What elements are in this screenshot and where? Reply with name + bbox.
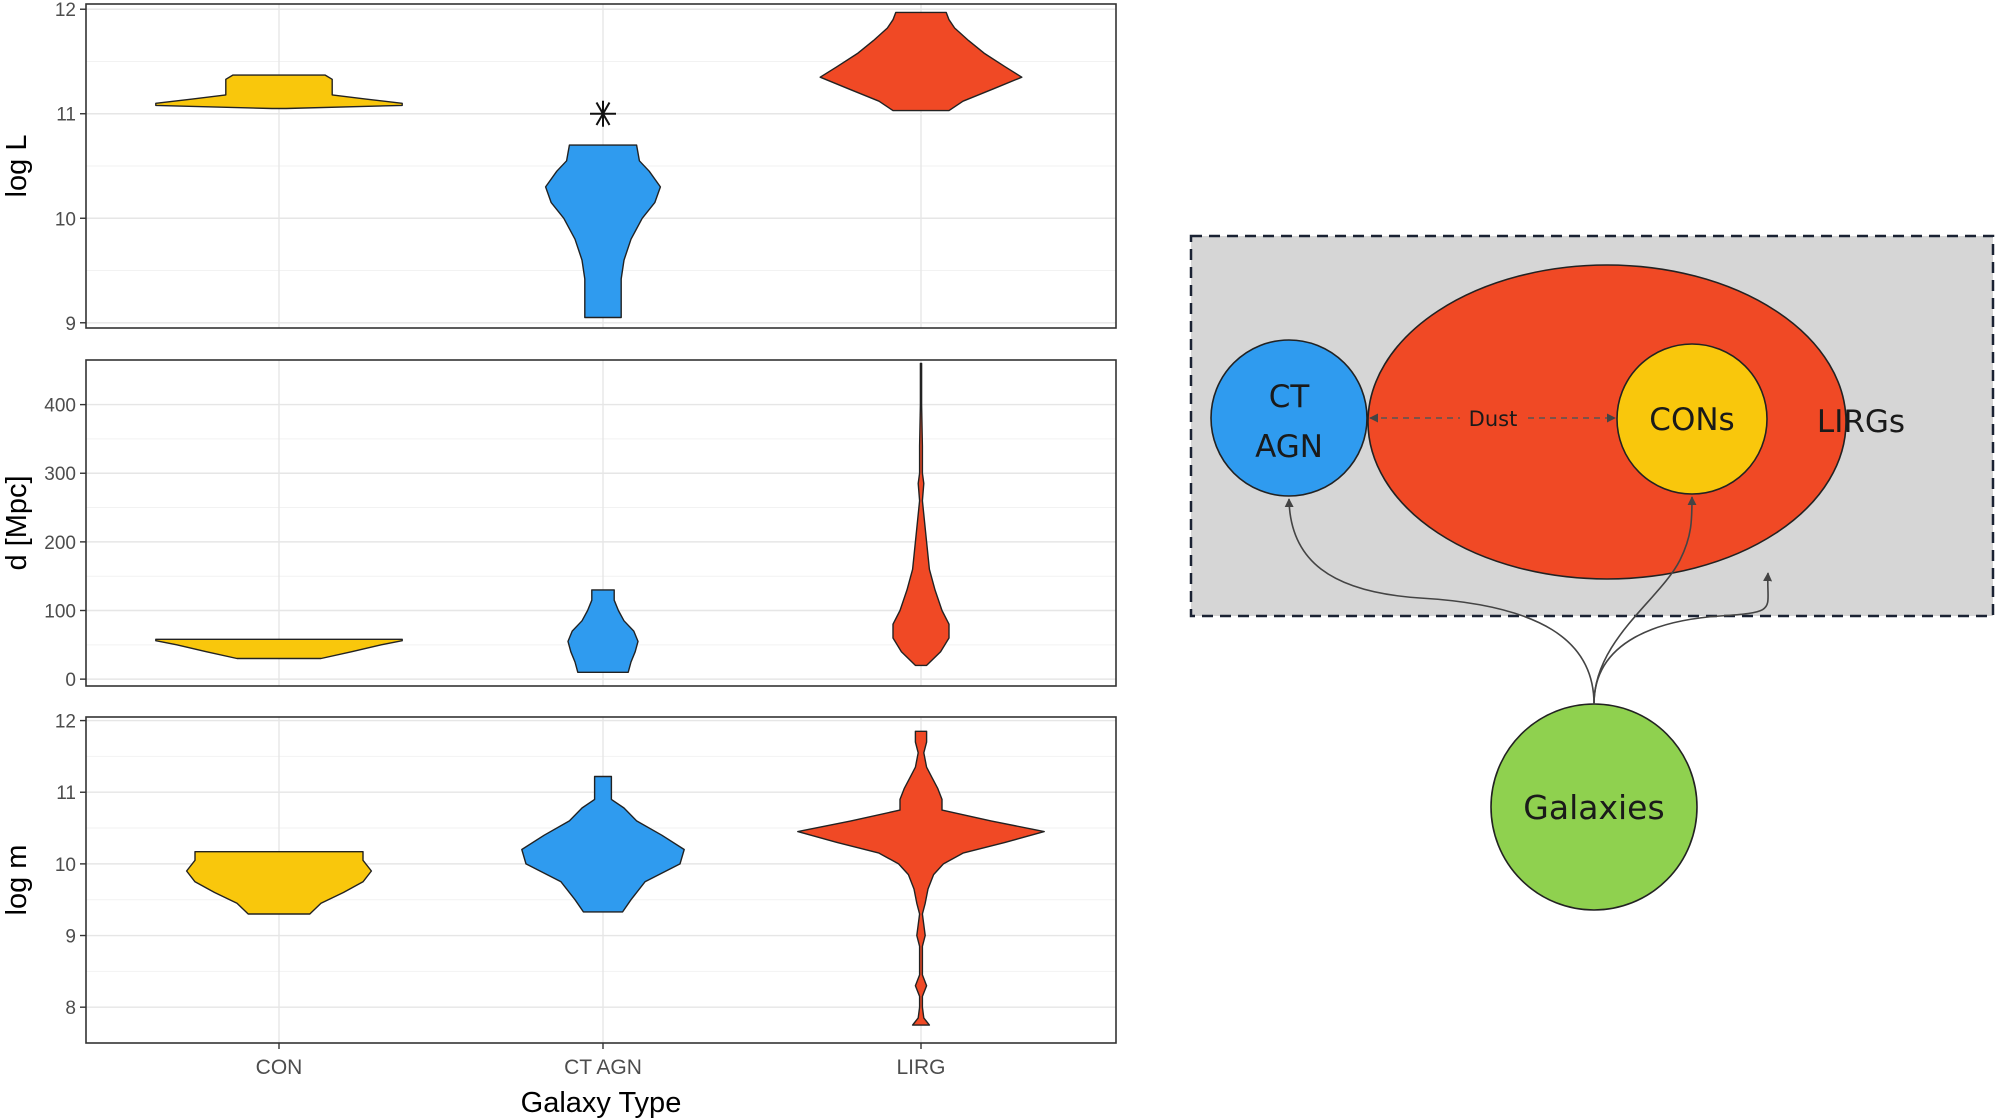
violin-con bbox=[185, 851, 373, 915]
galaxies-label: Galaxies bbox=[1523, 788, 1664, 827]
x-tick-label-ct-agn: CT AGN bbox=[564, 1056, 642, 1079]
arrow-galaxies-to-ct-agn bbox=[1284, 498, 1595, 705]
y-tick-label: 11 bbox=[56, 783, 76, 804]
ct-agn-label: AGN bbox=[1255, 429, 1323, 465]
y-tick-label: 300 bbox=[44, 464, 76, 485]
panel-border bbox=[85, 359, 1117, 687]
y-tick-label: 9 bbox=[65, 314, 76, 335]
y-axis-title: log L bbox=[1, 135, 33, 198]
arrow-galaxies-to-cons bbox=[1593, 496, 1697, 705]
ct-agn-label: CT bbox=[1269, 379, 1311, 415]
cons-circle bbox=[1616, 343, 1768, 495]
x-tick-label-lirg: LIRG bbox=[896, 1056, 945, 1079]
y-tick-label: 0 bbox=[65, 670, 76, 691]
cons-label: CONs bbox=[1649, 402, 1734, 438]
violin-ct-agn bbox=[567, 589, 639, 673]
panel-border bbox=[85, 3, 1117, 329]
panel-log-l: 9 10 11 12 log L bbox=[1, 0, 1117, 335]
panel-border bbox=[85, 716, 1117, 1044]
y-tick-label: 8 bbox=[65, 998, 76, 1019]
x-tick-label-con: CON bbox=[256, 1056, 303, 1079]
panel-log-m: 8 9 10 11 12 log m bbox=[1, 712, 1117, 1044]
y-tick-label: 200 bbox=[44, 533, 76, 554]
dust-label: Dust bbox=[1469, 407, 1518, 431]
violin-con bbox=[155, 74, 403, 110]
violin-con bbox=[155, 638, 403, 660]
outlier-marker bbox=[590, 100, 616, 127]
lirgs-ellipse bbox=[1367, 264, 1847, 580]
ct-agn-circle bbox=[1210, 339, 1368, 497]
panel-d-mpc: 0 100 200 300 400 d [Mpc] bbox=[1, 359, 1117, 691]
y-axis-title: d [Mpc] bbox=[1, 475, 33, 570]
violin-lirg bbox=[797, 730, 1045, 1026]
y-tick-label: 100 bbox=[44, 602, 76, 623]
y-tick-label: 12 bbox=[55, 0, 76, 21]
y-tick-label: 10 bbox=[55, 855, 76, 876]
violin-lirg bbox=[892, 362, 950, 667]
y-tick-label: 11 bbox=[56, 105, 76, 126]
y-tick-label: 10 bbox=[55, 209, 76, 230]
y-tick-label: 9 bbox=[65, 927, 76, 948]
lirgs-label: LIRGs bbox=[1817, 404, 1905, 440]
y-tick-label: 400 bbox=[44, 396, 76, 417]
x-axis-title: Galaxy Type bbox=[521, 1087, 682, 1119]
violin-ct-agn bbox=[521, 775, 685, 913]
violin-chart: 9 10 11 12 log L 0 100 200 300 400 d [Mpc] 8 9 10 11 12… bbox=[1, 0, 1117, 1119]
y-tick-label: 12 bbox=[55, 712, 76, 733]
y-axis-title: log m bbox=[1, 845, 33, 916]
arrow-galaxies-to-lirgs bbox=[1593, 572, 1773, 705]
violin-lirg bbox=[819, 11, 1023, 112]
violin-ct-agn bbox=[544, 144, 662, 319]
